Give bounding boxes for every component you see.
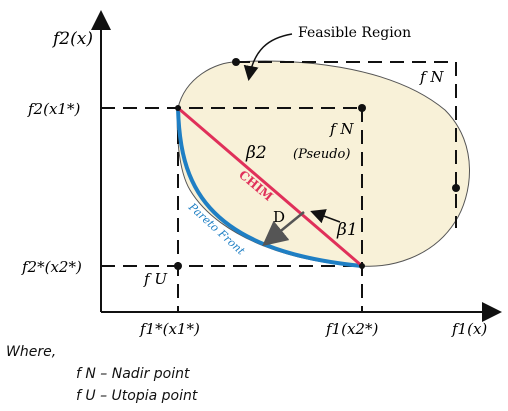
region-callout-arrow <box>243 33 293 81</box>
utopia-legend: f U – Utopia point <box>76 388 198 404</box>
anchor-point-2 <box>359 263 365 269</box>
x-tick-f1-x2: f1(x2*) <box>325 320 378 338</box>
x-tick-f1star-x1: f1*(x1*) <box>139 320 200 338</box>
x-axis-label: f1(x) <box>451 320 487 338</box>
direction-label: D <box>273 208 285 226</box>
beta2-label: β2 <box>245 143 267 163</box>
region-right-point <box>452 184 460 192</box>
chim-line <box>177 106 363 268</box>
beta1-label: β1 <box>336 220 358 240</box>
y-tick-f2-x1: f2(x1*) <box>27 100 80 118</box>
pareto-front-curve <box>176 107 363 268</box>
pseudo-note: (Pseudo) <box>293 147 350 162</box>
feasible-region-label: Feasible Region <box>298 25 411 41</box>
y-tick-f2star-x2: f2*(x2*) <box>21 258 82 276</box>
anchor-point-1 <box>175 105 181 111</box>
nadir-pseudo-label: f N <box>329 120 354 138</box>
utopia-label: f U <box>143 270 168 288</box>
utopia-point <box>174 262 182 270</box>
nadir-pseudo-point <box>358 104 366 112</box>
direction-arrow <box>262 211 305 247</box>
beta1-arrow <box>310 209 341 224</box>
nadir-outer-point <box>232 58 240 66</box>
nadir-outer-label: f N <box>419 68 444 86</box>
where-label: Where, <box>6 344 57 360</box>
nadir-legend: f N – Nadir point <box>76 366 190 382</box>
guide-lines <box>101 61 457 312</box>
y-axis-label: f2(x) <box>51 29 93 49</box>
